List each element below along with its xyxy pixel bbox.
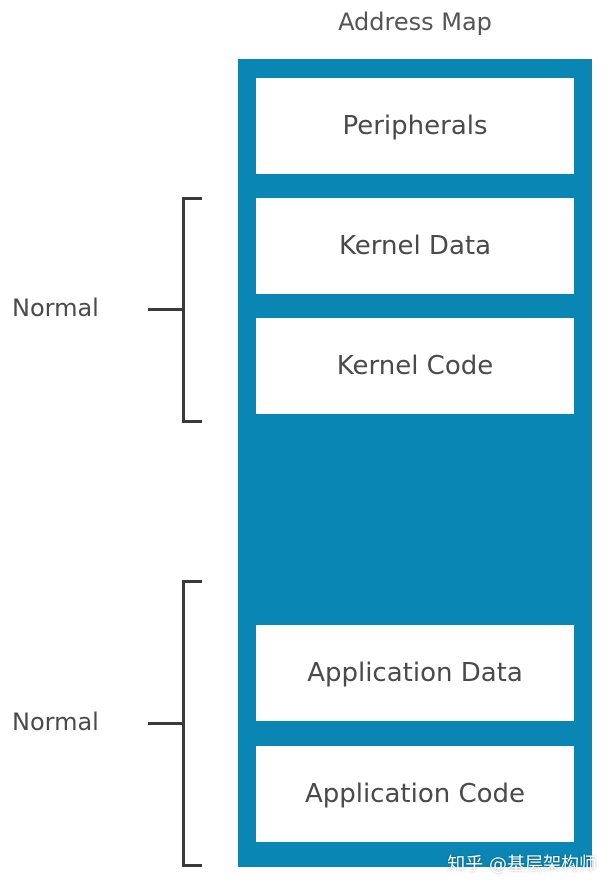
region-kernel-data: Kernel Data [256, 198, 574, 294]
address-map: Peripherals Kernel Data Kernel Code Appl… [238, 59, 592, 867]
region-application-code: Application Code [256, 746, 574, 842]
application-group-bracket [182, 580, 202, 867]
region-kernel-code: Kernel Code [256, 318, 574, 414]
region-application-data: Application Data [256, 625, 574, 721]
kernel-group-bracket [182, 197, 202, 423]
kernel-group-connector [148, 308, 184, 311]
region-peripherals: Peripherals [256, 78, 574, 174]
application-group-connector [148, 722, 184, 725]
kernel-group-label: Normal [12, 294, 99, 322]
diagram-title: Address Map [338, 8, 492, 36]
application-group-label: Normal [12, 708, 99, 736]
watermark-text: 知乎 @基层架构师 [447, 854, 597, 875]
